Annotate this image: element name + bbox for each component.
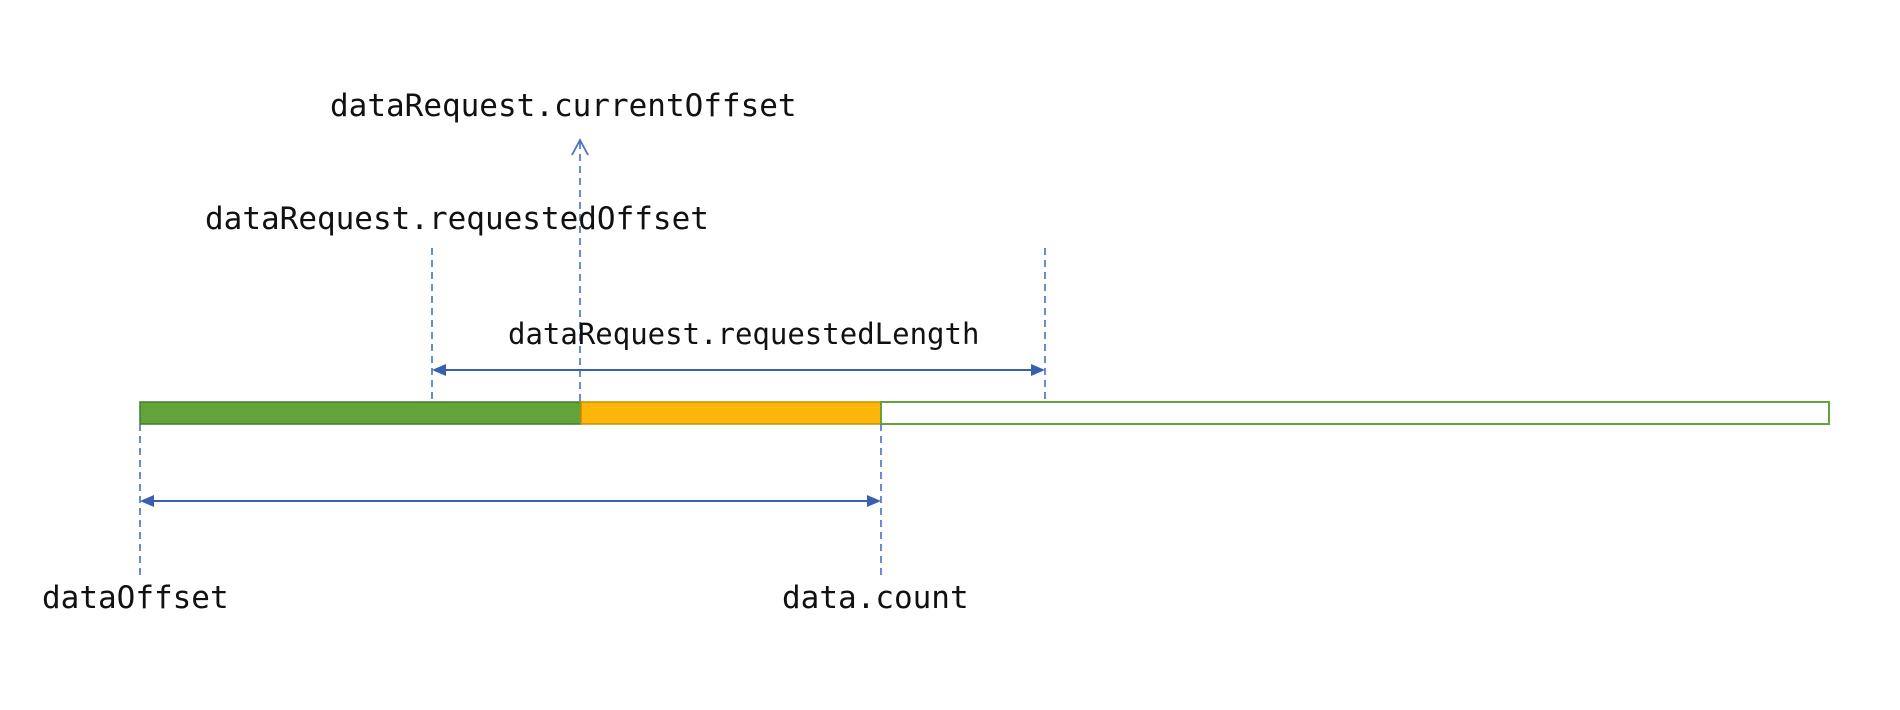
label-current-offset: dataRequest.currentOffset <box>330 88 797 124</box>
requested-length-arrowhead-left <box>432 364 446 376</box>
current-offset-arrowhead <box>571 138 589 156</box>
data-count-arrowhead-right <box>867 495 881 507</box>
segment-pending <box>580 401 882 425</box>
requested-length-arrowhead-right <box>1031 364 1045 376</box>
segment-unloaded <box>880 401 1830 425</box>
label-data-count: data.count <box>782 580 969 616</box>
label-requested-length: dataRequest.requestedLength <box>508 317 979 351</box>
segment-loaded <box>139 401 582 425</box>
label-data-offset: dataOffset <box>42 580 229 616</box>
label-requested-offset: dataRequest.requestedOffset <box>205 201 709 237</box>
data-count-arrowhead-left <box>140 495 154 507</box>
